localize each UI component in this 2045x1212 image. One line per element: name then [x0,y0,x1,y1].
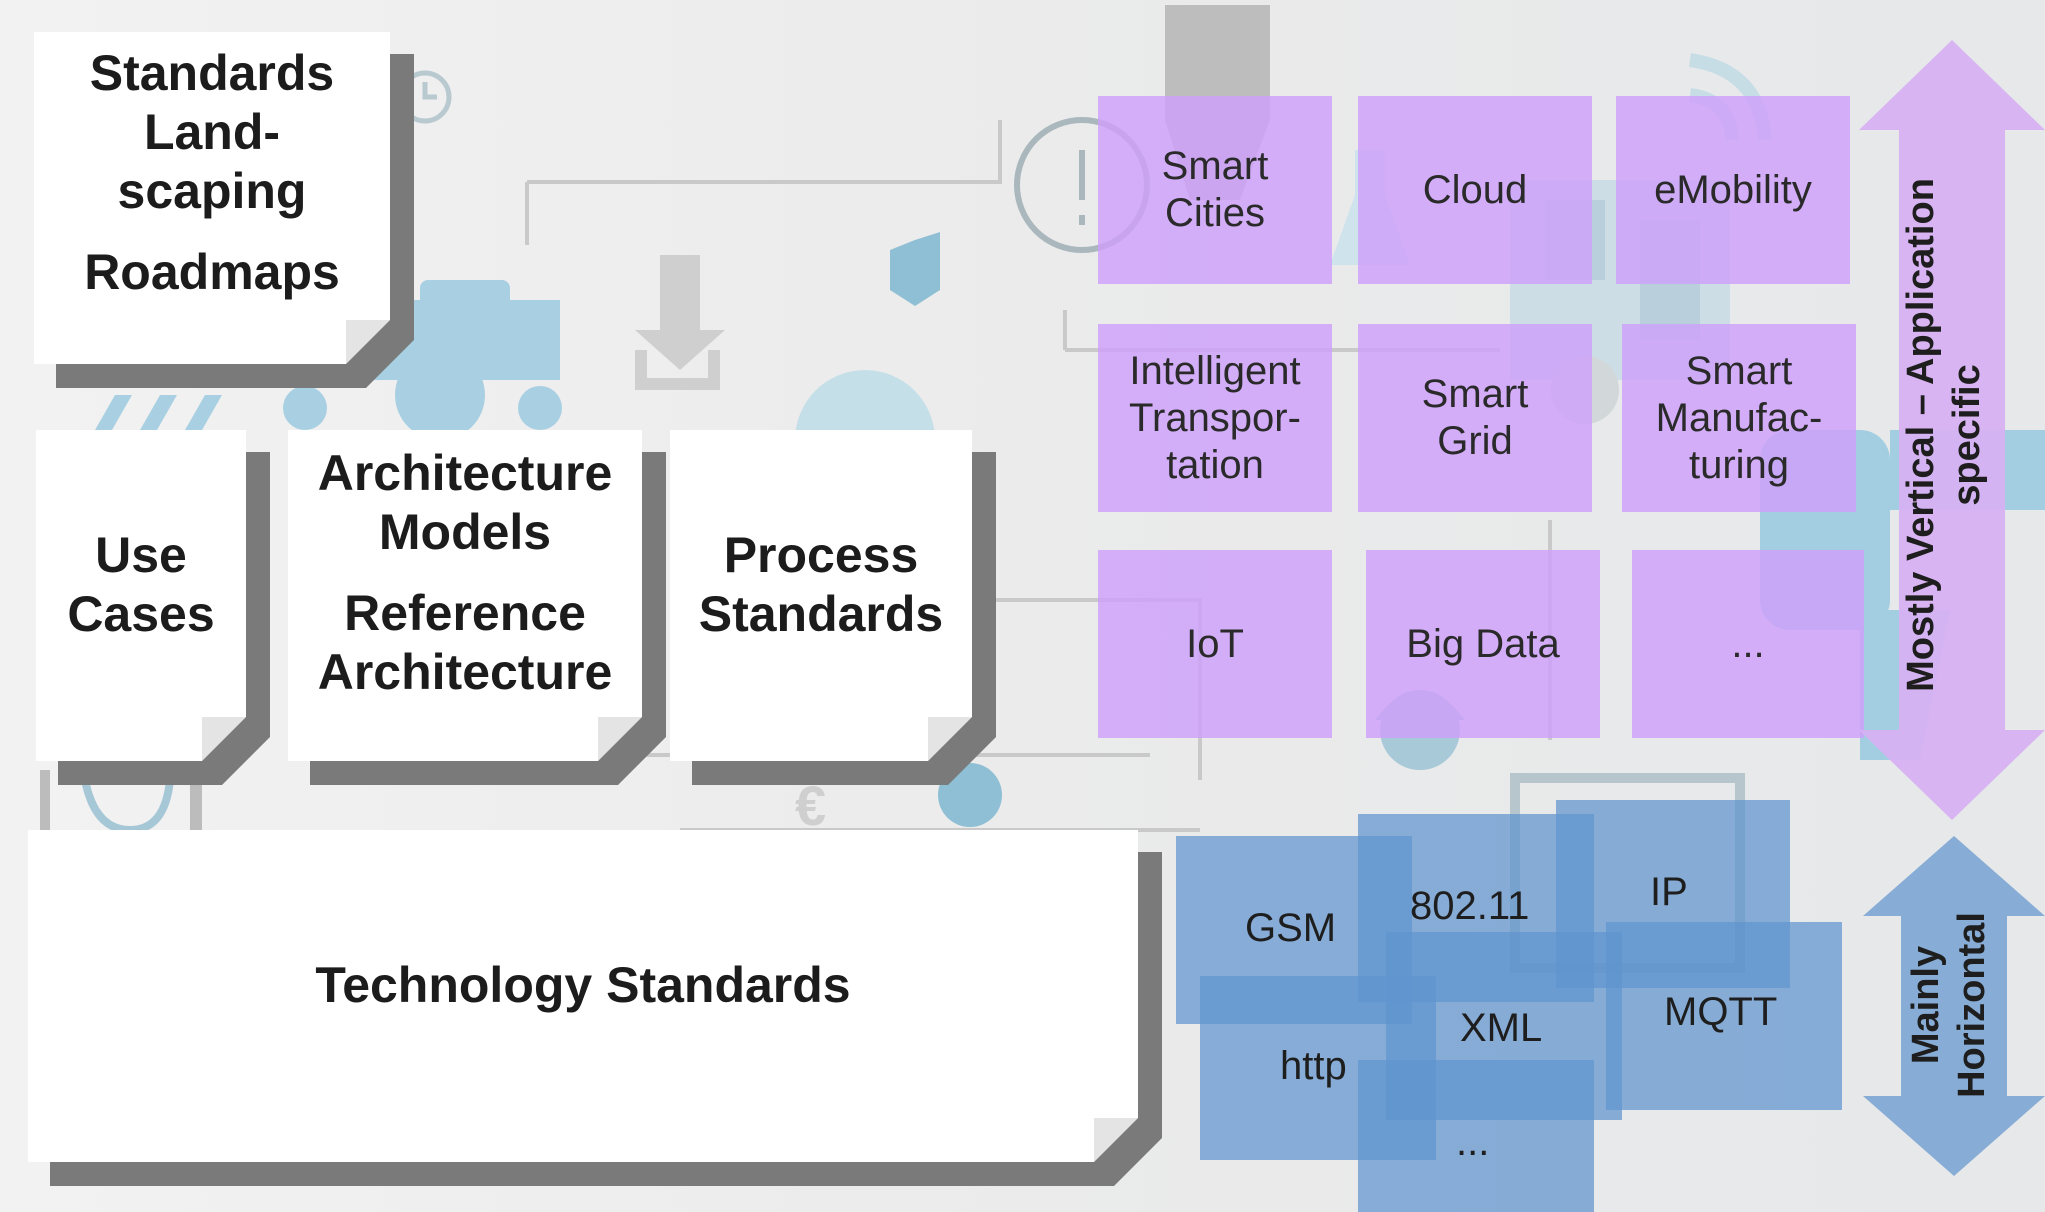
note-line: Process [723,527,919,583]
note-line: Use [95,527,187,583]
arrow-label-line: Mainly [1905,945,1947,1065]
tile-line: Manufac- [1655,395,1823,440]
tech-label-xml: XML [1460,1006,1543,1050]
process-standards-note: Process Standards [670,430,996,785]
tile-smart-cities: Smart Cities [1098,96,1332,284]
note-line: Standards [89,45,335,101]
tile-line: tation [1166,442,1264,487]
tile-smart-manufacturing: Smart Manufac- turing [1622,324,1856,512]
horizontal-double-arrow [1863,836,2045,1176]
tech-label-more: ... [1456,1120,1490,1164]
horizontal-arrow-shape [1863,836,2045,1176]
vertical-arrow-shape [1859,40,2045,820]
tile-line: Cloud [1422,167,1528,212]
technology-standards-note: Technology Standards [28,830,1162,1186]
tile-smart-grid: Smart Grid [1358,324,1592,512]
shield-icon [890,232,940,306]
standards-landscaping-text: Standards Land- scaping Roadmaps [34,44,390,302]
architecture-text: Architecture Models Reference Architectu… [288,444,642,702]
vertical-double-arrow [1859,40,2045,820]
tile-line: Transpor- [1129,395,1301,440]
tech-label-http: http [1280,1044,1347,1088]
tile-cloud: Cloud [1358,96,1592,284]
tile-iot: IoT [1098,550,1332,738]
tech-square [1606,922,1842,1110]
tech-square [1358,1060,1594,1212]
vertical-arrow-label: Mostly Vertical – Application specific [1898,95,1998,775]
tile-line: turing [1688,442,1790,487]
tech-label-gsm: GSM [1245,906,1337,950]
tile-line: Smart [1421,372,1529,416]
note-line: Land- [143,104,281,160]
tech-label-802-11: 802.11 [1410,884,1530,928]
process-standards-text: Process Standards [670,500,972,670]
tile-line: IoT [1186,621,1244,666]
tile-line: eMobility [1654,167,1812,212]
horizontal-arrow-label: Mainly Horizontal [1903,910,2003,1100]
tile-emobility: eMobility [1616,96,1850,284]
download-icon [635,255,725,390]
note-line: Technology Standards [315,956,851,1013]
note-line: Architecture [317,644,613,700]
note-line: Architecture [317,445,613,501]
tile-line: Smart [1161,144,1269,188]
note-line: Models [378,504,552,560]
architecture-note: Architecture Models Reference Architectu… [288,430,666,785]
technology-standards-text: Technology Standards [28,950,1138,1020]
note-line: Roadmaps [84,244,340,300]
tile-more-applications: ... [1632,550,1864,738]
note-line: Reference [344,585,586,641]
tile-line: Intelligent [1129,348,1301,393]
use-cases-text: Use Cases [36,500,246,670]
arrow-label-line: Horizontal [1951,912,1993,1098]
tile-line: Cities [1164,191,1266,235]
tile-line: ... [1731,621,1765,666]
use-cases-note: Use Cases [36,430,270,785]
arrow-label-line: Mostly Vertical – Application [1900,178,1942,692]
standards-landscaping-note: Standards Land- scaping Roadmaps [34,32,414,388]
note-line: Standards [698,586,944,642]
tile-line: Smart [1685,348,1793,393]
note-line: scaping [117,163,307,219]
tech-label-mqtt: MQTT [1664,990,1778,1034]
tile-line: Big Data [1406,621,1560,666]
tile-line: Grid [1437,419,1513,463]
tech-label-ip: IP [1650,870,1688,914]
note-line: Cases [67,586,215,642]
tile-big-data: Big Data [1366,550,1600,738]
arrow-label-line: specific [1946,364,1988,506]
tile-intelligent-transportation: Intelligent Transpor- tation [1098,324,1332,512]
